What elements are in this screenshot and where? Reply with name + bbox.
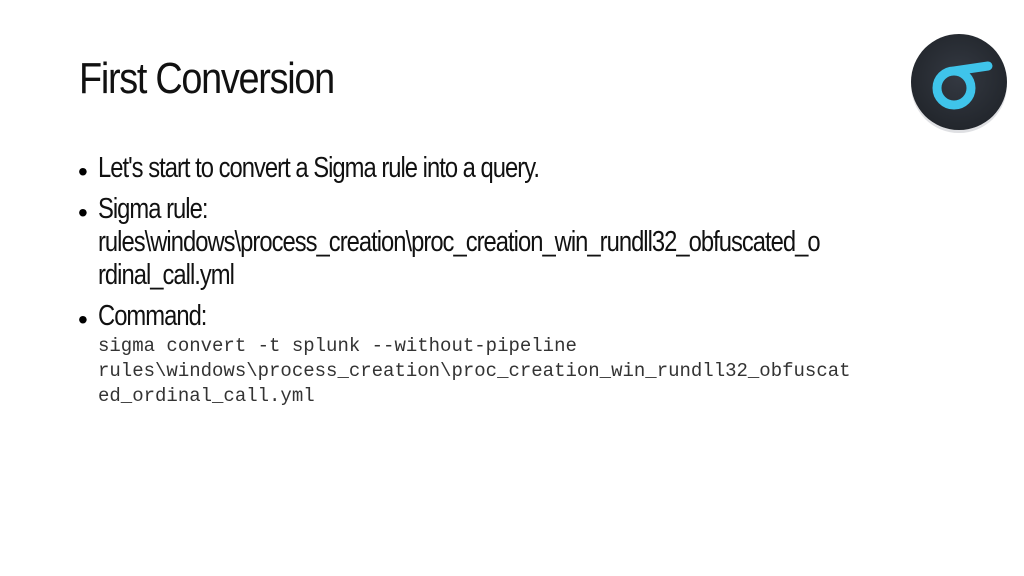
bullet-item: • Command: sigma convert -t splunk --wit…: [78, 300, 958, 408]
bullet-label: Command:: [98, 300, 207, 332]
bullet-item: • Sigma rule: rules\windows\process_crea…: [78, 193, 958, 292]
bullet-marker: •: [78, 304, 88, 335]
rule-path-line-1: rules\windows\process_creation\proc_crea…: [98, 226, 821, 258]
command-line-1: sigma convert -t splunk --without-pipeli…: [98, 335, 577, 357]
sigma-logo-icon: [908, 32, 1010, 134]
slide-title: First Conversion: [79, 54, 335, 103]
bullet-list: • Let's start to convert a Sigma rule in…: [78, 152, 958, 416]
bullet-marker: •: [78, 197, 88, 228]
command-line-3: ed_ordinal_call.yml: [98, 385, 315, 407]
bullet-label: Sigma rule:: [98, 193, 208, 225]
bullet-text: Let's start to convert a Sigma rule into…: [98, 152, 540, 184]
bullet-item: • Let's start to convert a Sigma rule in…: [78, 152, 958, 187]
bullet-marker: •: [78, 156, 88, 187]
command-line-2: rules\windows\process_creation\proc_crea…: [98, 360, 851, 382]
rule-path-line-2: rdinal_call.yml: [98, 259, 235, 291]
